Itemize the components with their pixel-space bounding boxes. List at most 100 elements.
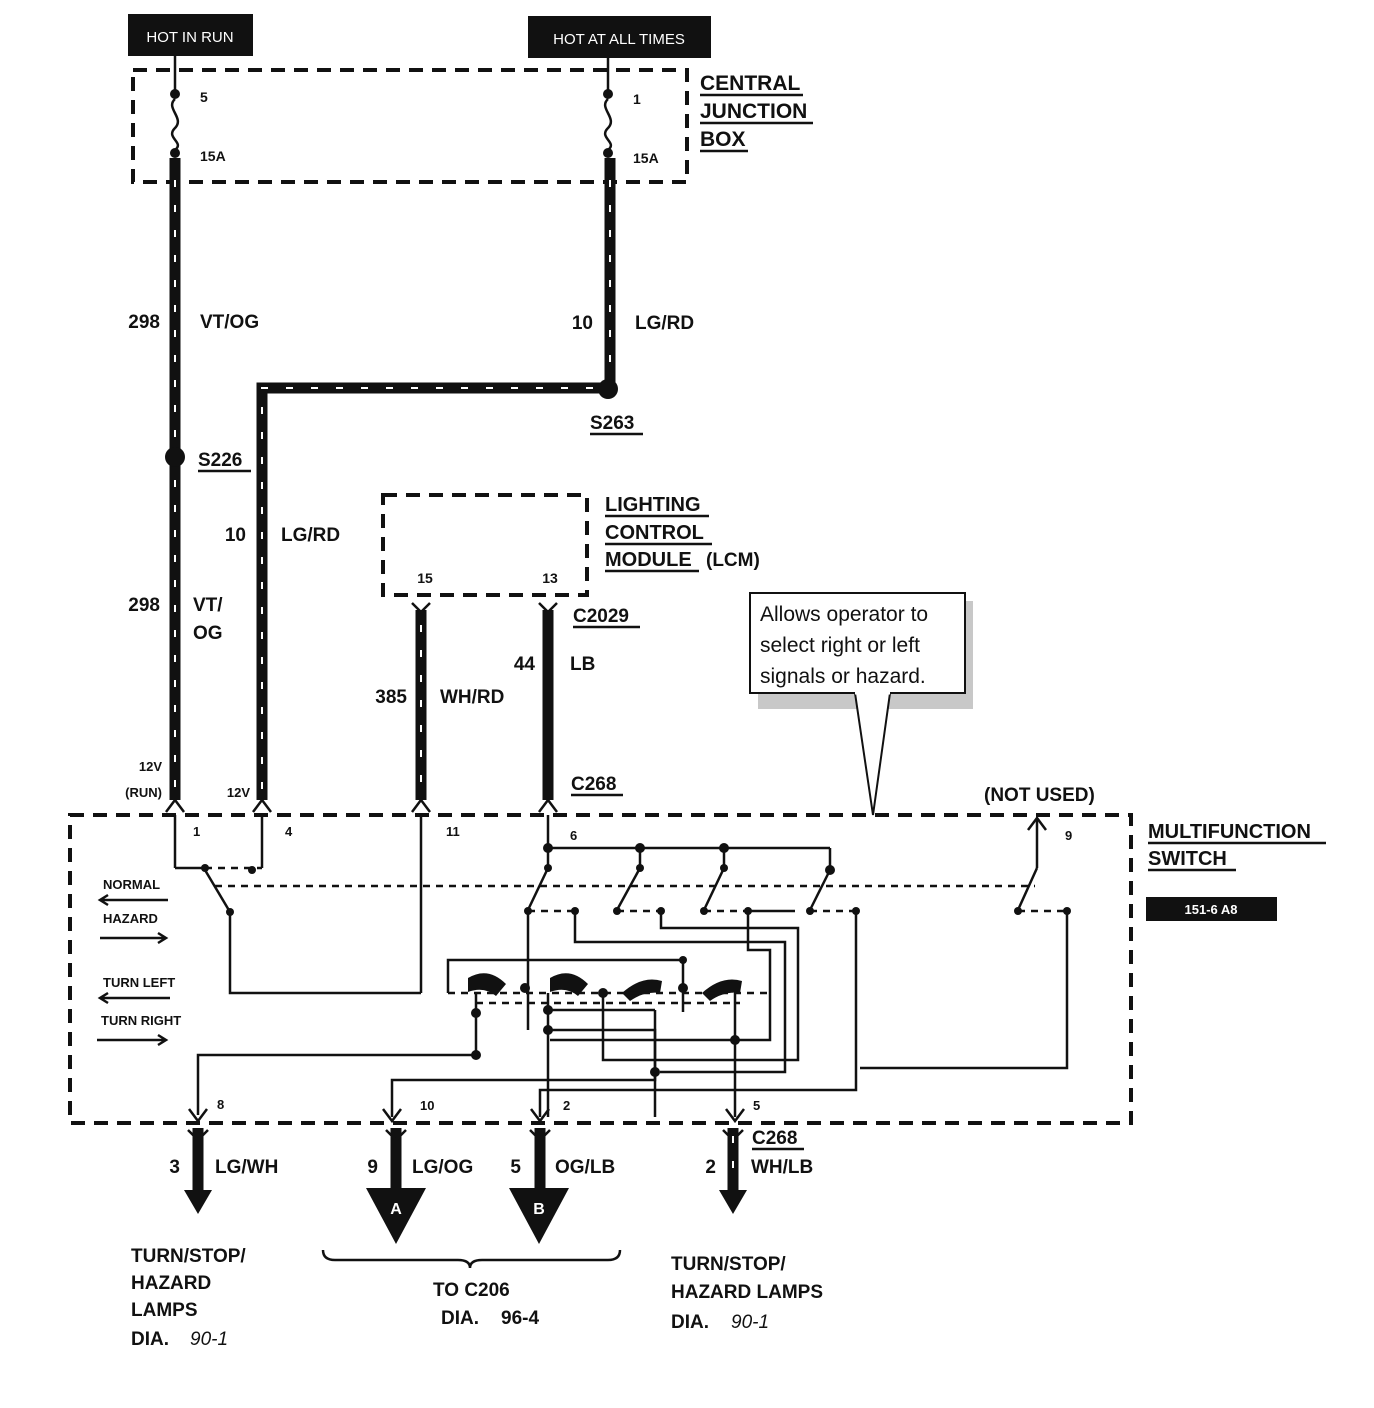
wire-3-circuit: 3 [169, 1157, 180, 1178]
callout-line2: select right or left [760, 634, 920, 657]
connector-c268-bottom: C268 [752, 1128, 797, 1149]
off-page-connector-b: B [509, 1188, 569, 1244]
pin-11: 11 [446, 824, 460, 839]
rocker-contact-3 [622, 979, 662, 1001]
dest-center-line1: TO C206 [433, 1280, 510, 1301]
ref-code-badge [1146, 897, 1277, 921]
fuse-left-rating: 15A [200, 148, 226, 164]
dest-left-line3: LAMPS [131, 1300, 198, 1321]
cjb-title-line3: BOX [700, 128, 746, 151]
lcm-title-line3: MODULE [605, 549, 692, 571]
callout-line1: Allows operator to [760, 603, 928, 626]
lcm-pin-13: 13 [542, 570, 558, 586]
destination-right: TURN/STOP/ HAZARD LAMPS DIA. 90-1 [671, 1254, 823, 1333]
wire-298-circuit-mid: 298 [128, 595, 160, 616]
mfs-title-line2: SWITCH [1148, 848, 1227, 870]
dest-left-line1: TURN/STOP/ [131, 1246, 246, 1267]
pin-4: 4 [285, 824, 293, 839]
wire-5-circuit: 5 [510, 1157, 521, 1178]
lcm-title-line2: CONTROL [605, 522, 704, 544]
wire-298-color-mid-1: VT/ [193, 595, 223, 616]
wire-44-circuit: 44 [514, 654, 536, 675]
dest-left-ref: 90-1 [190, 1329, 228, 1350]
wire-298-color-top: VT/OG [200, 312, 259, 333]
pin-2: 2 [563, 1098, 570, 1113]
wire-385-circuit: 385 [375, 687, 407, 708]
dest-center-ref: 96-4 [501, 1308, 539, 1329]
dest-right-ref: 90-1 [731, 1312, 769, 1333]
v12-label: 12V [227, 785, 250, 800]
multifunction-switch: MULTIFUNCTION SWITCH 151-6 A8 (NOT USED)… [68, 759, 1326, 1125]
wire-44-color: LB [570, 654, 595, 675]
pin-8: 8 [217, 1097, 224, 1112]
callout-box: Allows operator to select right or left … [749, 592, 973, 816]
mfs-title-line1: MULTIFUNCTION [1148, 821, 1311, 843]
pin-10: 10 [420, 1098, 434, 1113]
dest-left-line2: HAZARD [131, 1273, 211, 1294]
lcm-pin-15: 15 [417, 570, 433, 586]
wire-9-color: LG/OG [412, 1157, 473, 1178]
wire-385-color: WH/RD [440, 687, 504, 708]
splice-s263-label: S263 [590, 413, 634, 434]
legend-normal: NORMAL [103, 877, 160, 892]
rocker-contact-1 [468, 973, 506, 996]
dest-right-dia: DIA. [671, 1312, 709, 1333]
fuse-right-number: 1 [633, 91, 641, 107]
callout-line3: signals or hazard. [760, 665, 926, 688]
output-wires [184, 1128, 747, 1214]
wire-9-circuit: 9 [367, 1157, 378, 1178]
legend-hazard: HAZARD [103, 911, 158, 926]
connector-c2029: C2029 [573, 606, 629, 627]
lcm-suffix: (LCM) [706, 550, 760, 571]
lighting-control-module: 15 13 LIGHTING CONTROL MODULE (LCM) [381, 493, 760, 614]
wire-5-color: OG/LB [555, 1157, 615, 1178]
wire-10-circuit-top: 10 [572, 313, 593, 334]
v12-run-line2: (RUN) [125, 785, 162, 800]
ref-code: 151-6 A8 [1185, 902, 1238, 917]
off-page-a-label: A [390, 1201, 402, 1218]
off-page-connector-a: A [366, 1188, 426, 1244]
wire-10 [256, 158, 616, 800]
legend-turn-left: TURN LEFT [103, 975, 175, 990]
destination-left: TURN/STOP/ HAZARD LAMPS DIA. 90-1 [131, 1246, 246, 1350]
wire-10-color-top: LG/RD [635, 313, 694, 334]
dest-right-line1: TURN/STOP/ [671, 1254, 786, 1275]
hot-in-run-label: HOT IN RUN [146, 29, 233, 46]
destination-center: TO C206 DIA. 96-4 [433, 1280, 539, 1329]
connector-c268-top: C268 [571, 774, 616, 795]
cjb-title-line1: CENTRAL [700, 72, 800, 95]
dest-left-dia: DIA. [131, 1329, 169, 1350]
fuse-right-rating: 15A [633, 150, 659, 166]
legend-turn-right: TURN RIGHT [101, 1013, 181, 1028]
dest-right-line2: HAZARD LAMPS [671, 1282, 823, 1303]
lcm-title-line1: LIGHTING [605, 494, 701, 516]
v12-run-line1: 12V [139, 759, 162, 774]
splice-s263-dot [598, 379, 618, 399]
pin-5: 5 [753, 1098, 760, 1113]
splice-s226-dot [165, 447, 185, 467]
hot-at-all-times-tag: HOT AT ALL TIMES [528, 16, 711, 58]
rocker-contact-4 [702, 979, 742, 1001]
wire-2-circuit: 2 [705, 1157, 716, 1178]
wire-10-color-mid: LG/RD [281, 525, 340, 546]
pin-1: 1 [193, 824, 200, 839]
off-page-b-label: B [533, 1201, 545, 1218]
pin-6: 6 [570, 828, 577, 843]
wire-3-color: LG/WH [215, 1157, 278, 1178]
hot-at-all-times-label: HOT AT ALL TIMES [553, 31, 685, 48]
hot-in-run-tag: HOT IN RUN [128, 14, 253, 56]
bracket [321, 1249, 622, 1269]
wire-2-color: WH/LB [751, 1157, 813, 1178]
central-junction-box: 5 15A 1 15A CENTRAL JUNCTION BOX [131, 56, 813, 184]
not-used-label: (NOT USED) [984, 785, 1095, 806]
wire-298-circuit-top: 298 [128, 312, 160, 333]
pin-9: 9 [1065, 828, 1072, 843]
splice-s226-label: S226 [198, 450, 242, 471]
wire-298-color-mid-2: OG [193, 623, 223, 644]
dest-center-dia: DIA. [441, 1308, 479, 1329]
fuse-left-number: 5 [200, 89, 208, 105]
wire-10-circuit-mid: 10 [225, 525, 246, 546]
rocker-contact-2 [550, 973, 588, 996]
cjb-title-line2: JUNCTION [700, 100, 807, 123]
